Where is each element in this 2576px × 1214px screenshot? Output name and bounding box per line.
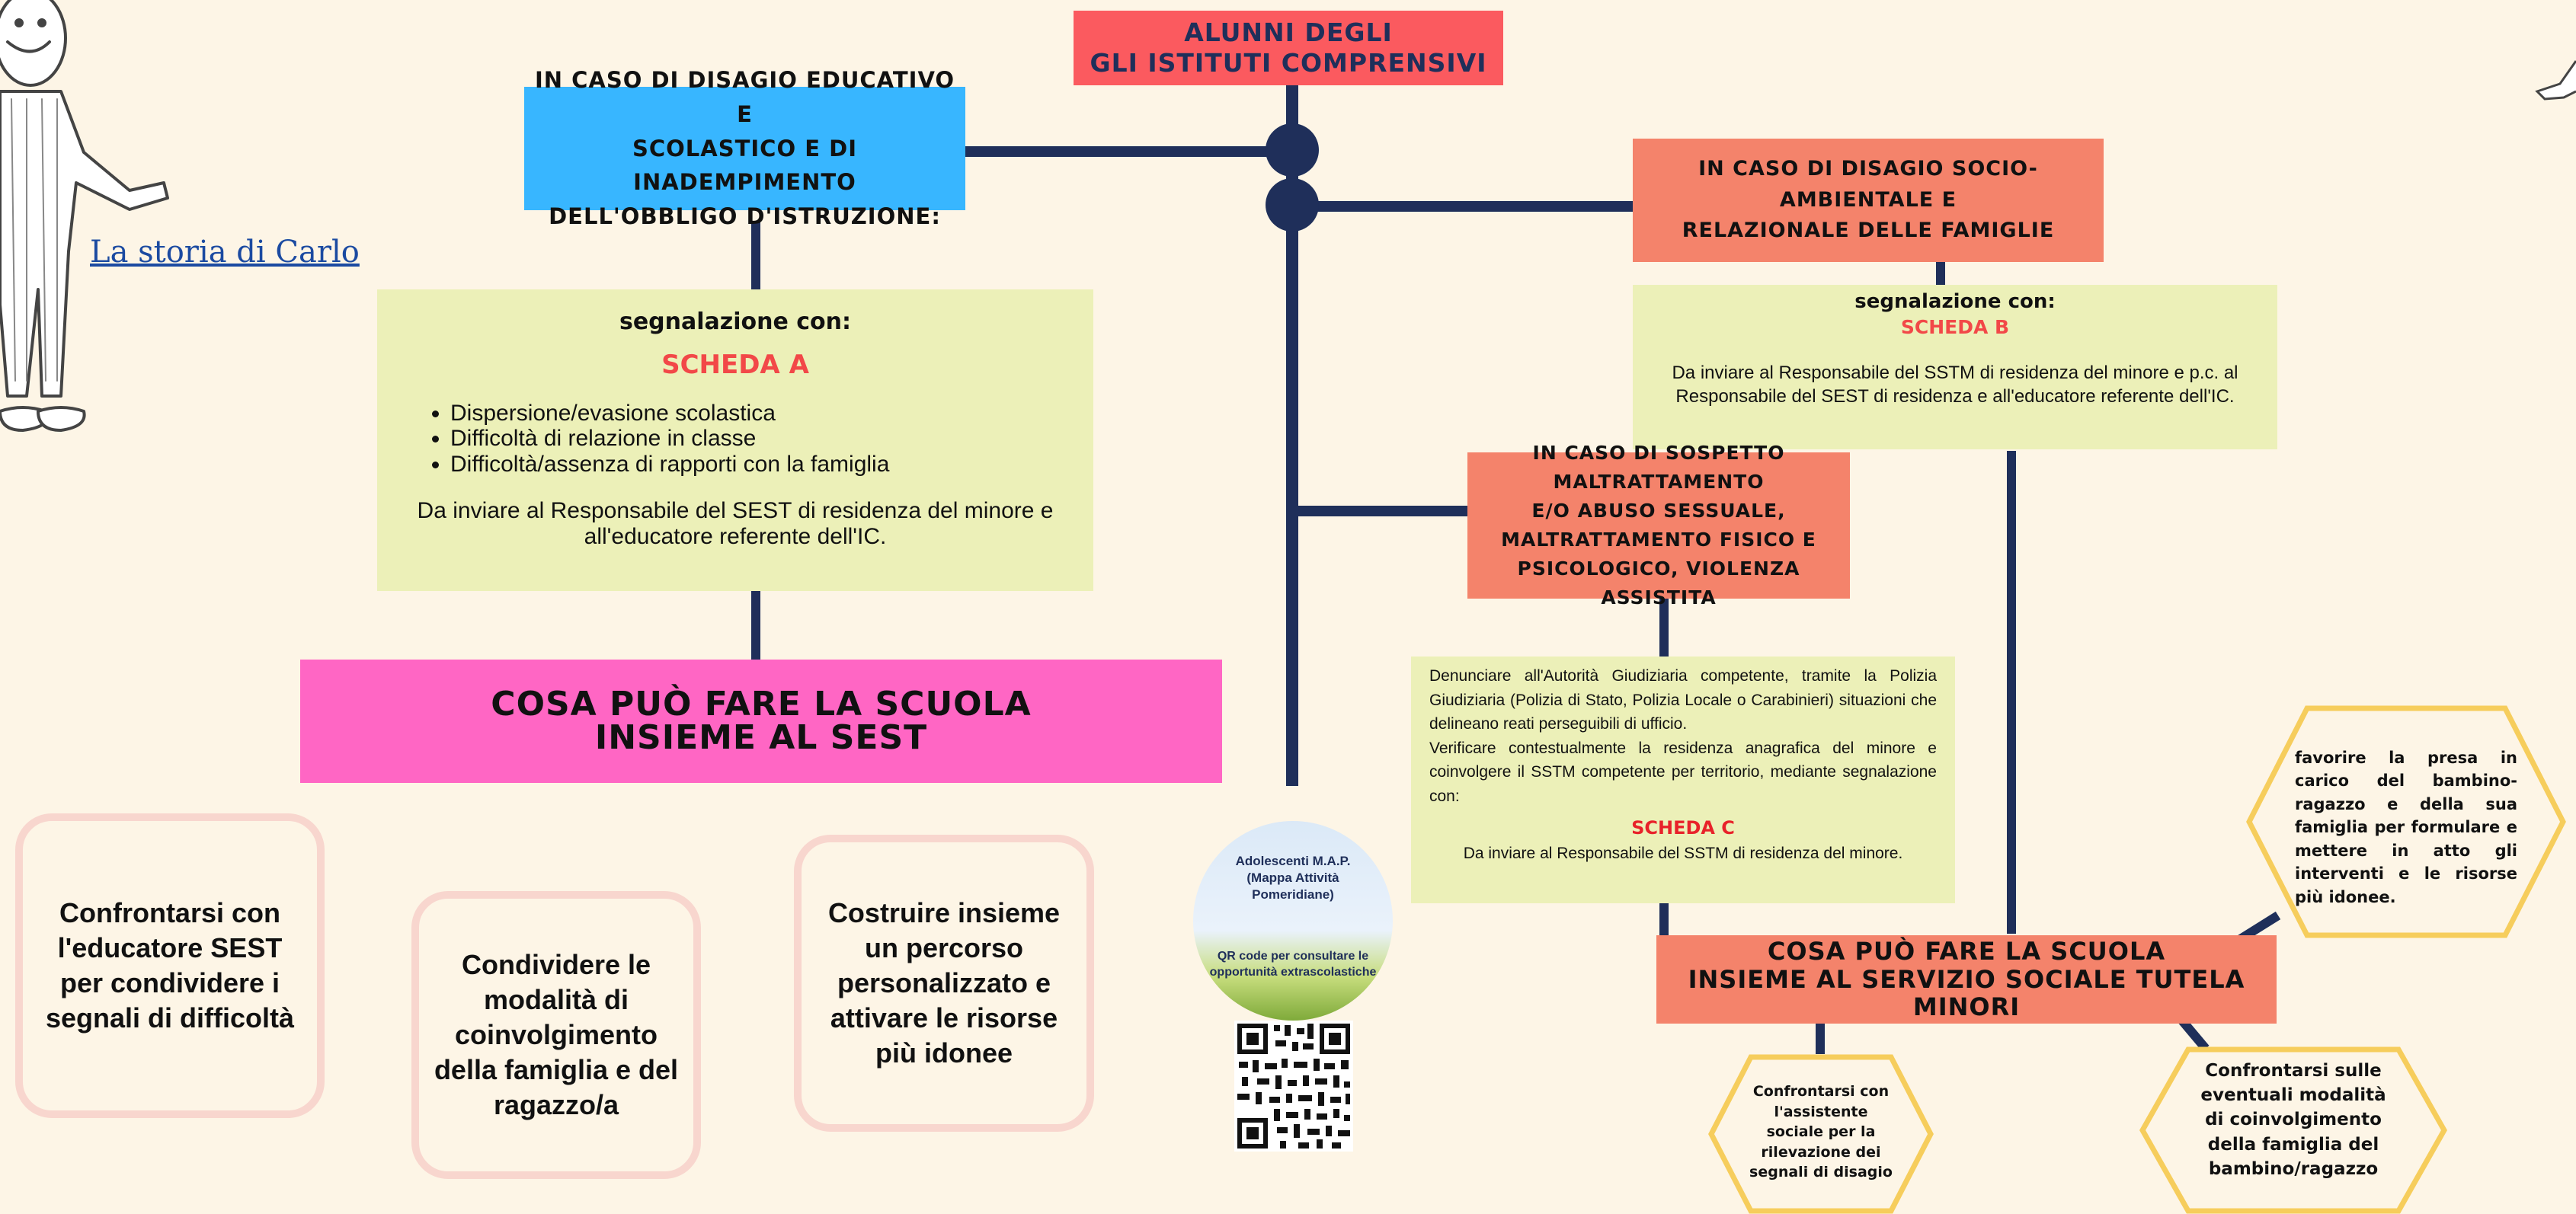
map-card-qr-text: QR code per consultare le opportunità ex… — [1209, 950, 1377, 979]
branch-b-form: SCHEDA B — [1900, 315, 2010, 338]
connector-b-box-to-sstm — [2007, 451, 2016, 934]
connector-c-box-to-sstm — [1659, 903, 1669, 935]
branch-a-item: Difficoltà/assenza di rapporti con la fa… — [450, 452, 1093, 478]
branch-b-title-line-1: IN CASO DI DISAGIO SOCIO-AMBIENTALE E — [1698, 157, 2038, 212]
branch-c-title: IN CASO DI SOSPETTO MALTRATTAMENTO E/O A… — [1467, 442, 1850, 609]
hex-left-text: Confrontarsi con l'assistente sociale pe… — [1749, 1083, 1893, 1181]
top-title-box: ALUNNI DEGLI GLI ISTITUTI COMPRENSIVI — [1074, 11, 1503, 85]
sest-action-text: Costruire insieme un percorso personaliz… — [827, 896, 1061, 1069]
branch-c-form: SCHEDA C — [1631, 817, 1735, 839]
branch-b-report-label: segnalazione con: — [1854, 290, 2056, 313]
connector-main-vertical — [1286, 85, 1298, 786]
branch-b-box: segnalazione con: SCHEDA B Da inviare al… — [1633, 285, 2277, 449]
branch-a-title: IN CASO DI DISAGIO EDUCATIVO E SCOLASTIC… — [524, 67, 965, 229]
branch-a-note: Da inviare al Responsabile del SEST di r… — [417, 498, 1054, 550]
hex-right-text: Confrontarsi sulle eventuali modalità di… — [2200, 1061, 2386, 1179]
cartoon-man-illustration — [0, 0, 169, 432]
branch-b-note: Da inviare al Responsabile del SSTM di r… — [1672, 363, 2238, 407]
hex-left-shape — [1708, 1054, 1934, 1214]
school-sest-title-line-2: INSIEME AL SEST — [594, 718, 928, 757]
branch-b-title: IN CASO DI DISAGIO SOCIO-AMBIENTALE E RE… — [1633, 139, 2104, 262]
branch-c-para-1: Denunciare all'Autorità Giudiziaria comp… — [1429, 667, 1937, 733]
school-sstm-title: COSA PUÒ FARE LA SCUOLA INSIEME AL SERVI… — [1656, 935, 2277, 1024]
school-sest-title: COSA PUÒ FARE LA SCUOLA INSIEME AL SEST — [300, 660, 1222, 783]
sest-action-text: Confrontarsi con l'educatore SEST per co… — [45, 896, 295, 1034]
hex-top-card: favorire la presa in carico del bambino-… — [2246, 705, 2566, 938]
branch-a-title-line-2: SCOLASTICO E DI INADEMPIMENTO — [632, 135, 857, 196]
school-sstm-title-line-2: INSIEME AL SERVIZIO SOCIALE TUTELA MINOR… — [1688, 964, 2245, 1022]
branch-a-title-line-3: DELL'OBBLIGO D'ISTRUZIONE: — [549, 203, 941, 230]
sest-action-card: Costruire insieme un percorso personaliz… — [794, 835, 1094, 1132]
top-title-line-1: ALUNNI DEGLI — [1184, 18, 1393, 48]
connector-a-title-to-box — [751, 221, 760, 289]
connector-sstm-to-hex-left — [1816, 1024, 1825, 1054]
qr-code-image[interactable] — [1234, 1021, 1353, 1152]
hex-right-card: Confrontarsi sulle eventuali modalità di… — [2139, 1046, 2447, 1214]
sest-action-text: Condividere le modalità di coinvolgiment… — [434, 948, 679, 1121]
branch-a-list: Dispersione/evasione scolastica Difficol… — [377, 401, 1093, 478]
sest-action-card: Confrontarsi con l'educatore SEST per co… — [15, 813, 325, 1118]
hex-left-card: Confrontarsi con l'assistente sociale pe… — [1708, 1054, 1934, 1214]
connector-to-branch-b — [1292, 201, 1634, 212]
branch-a-item: Difficoltà di relazione in classe — [450, 426, 1093, 452]
map-card-title: Adolescenti M.A.P. (Mappa Attività Pomer… — [1235, 854, 1351, 903]
branch-c-para-2: Verificare contestualmente la residenza … — [1429, 739, 1937, 805]
branch-a-form: SCHEDA A — [661, 349, 809, 380]
hex-top-text: favorire la presa in carico del bambino-… — [2295, 749, 2517, 906]
map-card[interactable]: Adolescenti M.A.P. (Mappa Attività Pomer… — [1193, 821, 1393, 1021]
branch-c-title-line-2: E/O ABUSO SESSUALE, — [1531, 500, 1786, 522]
connector-a-box-to-sest — [751, 591, 760, 661]
branch-c-box: Denunciare all'Autorità Giudiziaria comp… — [1411, 657, 1955, 903]
school-sstm-title-line-1: COSA PUÒ FARE LA SCUOLA — [1767, 936, 2166, 966]
branch-a-box: segnalazione con: SCHEDA A Dispersione/e… — [377, 289, 1093, 591]
character-hand-right-edge — [2535, 60, 2576, 101]
branch-c-title-line-3: MALTRATTAMENTO FISICO E — [1501, 529, 1816, 551]
branch-c-note: Da inviare al Responsabile del SSTM di r… — [1463, 845, 1903, 862]
branch-a-title-line-1: IN CASO DI DISAGIO EDUCATIVO E — [534, 66, 955, 127]
school-sest-title-line-1: COSA PUÒ FARE LA SCUOLA — [491, 685, 1032, 724]
connector-to-branch-a — [965, 146, 1292, 157]
branch-a-report-label: segnalazione con: — [619, 308, 852, 335]
top-title-line-2: GLI ISTITUTI COMPRENSIVI — [1090, 48, 1487, 78]
hex-right-shape — [2139, 1046, 2447, 1214]
junction-dot-a — [1266, 123, 1319, 177]
connector-to-branch-c — [1292, 506, 1467, 516]
sest-action-card: Condividere le modalità di coinvolgiment… — [411, 891, 701, 1179]
branch-c-title-line-4: PSICOLOGICO, VIOLENZA ASSISTITA — [1517, 557, 1800, 609]
branch-a-item: Dispersione/evasione scolastica — [450, 401, 1093, 426]
story-link[interactable]: La storia di Carlo — [90, 235, 360, 270]
connector-b-title-to-box — [1936, 260, 1945, 285]
branch-c-title-line-1: IN CASO DI SOSPETTO MALTRATTAMENTO — [1532, 442, 1785, 493]
hex-top-shape — [2246, 705, 2566, 938]
connector-c-title-to-box — [1659, 599, 1669, 657]
junction-dot-b — [1266, 178, 1319, 232]
branch-b-title-line-2: RELAZIONALE DELLE FAMIGLIE — [1682, 219, 2055, 243]
